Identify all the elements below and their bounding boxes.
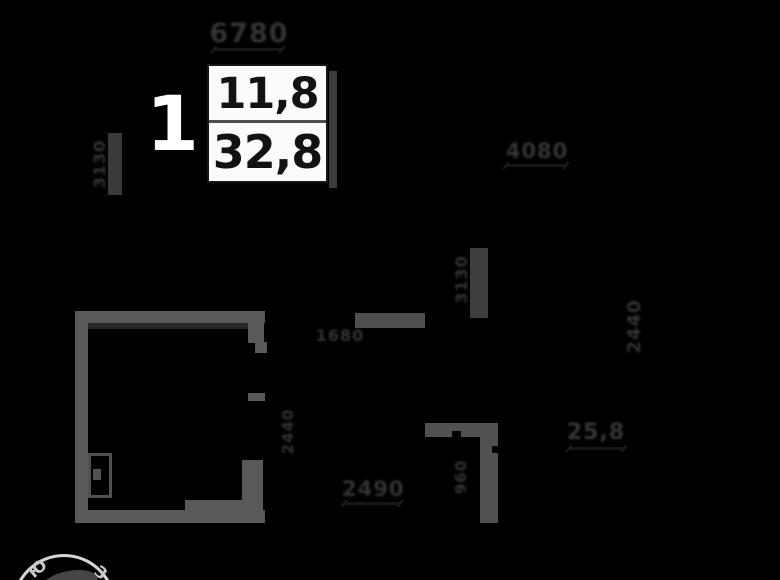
- dimension-label-bottom: 2490: [342, 477, 405, 501]
- dimension-line-bottom: [343, 502, 401, 505]
- dimension-label-left: 3130: [90, 139, 109, 189]
- dimension-label-top: 6780: [209, 18, 289, 49]
- fixture-handle: [93, 469, 101, 480]
- dimension-label-room-right: 2440: [279, 408, 297, 455]
- wall-corridor-vertical: [480, 423, 498, 523]
- area-badge: 11,8 32,8: [207, 64, 328, 183]
- dimension-label-center-vertical: 3130: [452, 255, 471, 304]
- dimension-line-top: [213, 48, 283, 51]
- dimension-label-opening: 1680: [315, 326, 365, 345]
- wall-room-right-stub: [248, 393, 265, 401]
- wall-notch-corridor: [452, 431, 461, 437]
- unit-rooms-count: 1: [146, 79, 199, 168]
- wall-room-bottom-step: [185, 500, 242, 511]
- area-badge-divider: [209, 120, 326, 123]
- neighbor-area-underline: [568, 447, 625, 450]
- wall-room-bottom: [75, 510, 265, 523]
- wall-hall-top: [355, 313, 425, 328]
- wall-room-right-cap: [255, 342, 267, 353]
- dimension-label-right-vertical: 2440: [624, 299, 645, 354]
- dimension-line-mid-right: [505, 164, 567, 167]
- wall-room-top: [75, 311, 265, 323]
- area-badge-shadow: [329, 71, 337, 188]
- wall-stub-left: [108, 133, 122, 195]
- wall-notch-vertical: [492, 446, 498, 453]
- living-area-value: 11,8: [216, 69, 319, 119]
- wall-corridor-horizontal: [425, 423, 480, 437]
- wall-stub-center: [470, 248, 488, 318]
- wall-room-right-lower: [242, 460, 263, 513]
- door-fixture: [88, 453, 112, 498]
- wall-room-left: [75, 311, 88, 523]
- neighbor-area-label: 25,8: [566, 420, 626, 445]
- window-line-room-top: [88, 323, 248, 329]
- wall-room-right-upper: [248, 311, 264, 343]
- total-area-value: 32,8: [212, 125, 324, 179]
- dimension-label-door: 960: [452, 459, 470, 495]
- dimension-label-mid-right: 4080: [505, 139, 569, 163]
